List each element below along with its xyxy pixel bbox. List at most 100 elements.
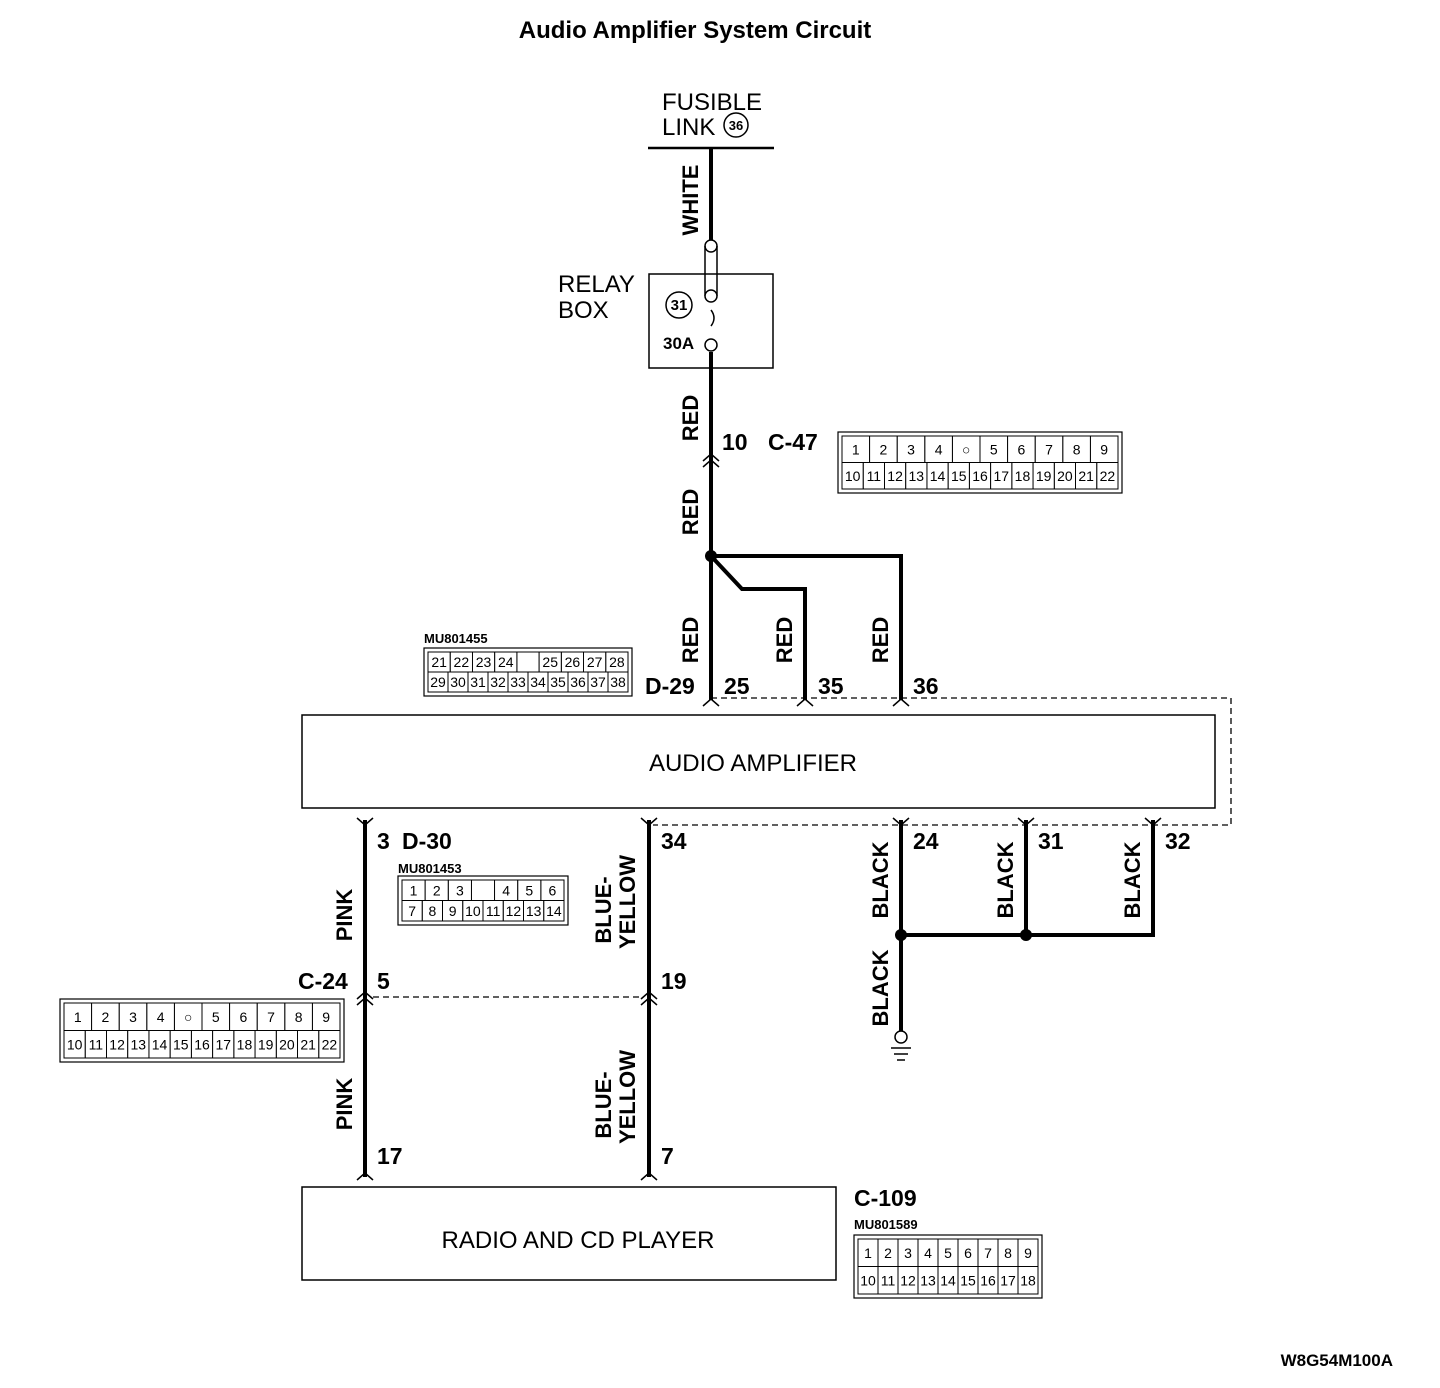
wire-color-black-31: BLACK — [993, 841, 1018, 918]
wire-color-blue-1: BLUE- — [591, 876, 616, 943]
c24-cavity-label: ○ — [184, 1009, 192, 1025]
c24-cavity-label: 14 — [152, 1036, 168, 1052]
wire-color-red-3: RED — [678, 617, 703, 663]
red-wire-36 — [711, 554, 903, 700]
c47-cavity-label: 9 — [1100, 441, 1108, 457]
ground-icon — [891, 1030, 911, 1061]
d30-cavity-label: 4 — [502, 882, 510, 898]
d29-pin-marks — [702, 698, 910, 707]
c47-cavity-label: 4 — [935, 441, 943, 457]
fusible-link-number-circle — [723, 112, 749, 138]
d29-cavity-label: 32 — [490, 674, 506, 690]
c109-cavity-label: 14 — [940, 1272, 956, 1288]
d29-pin-35: 35 — [818, 673, 844, 699]
c109-cavity-label: 10 — [860, 1272, 876, 1288]
c47-cavity-label: 20 — [1057, 468, 1073, 484]
c47-cavity-label: 10 — [845, 468, 861, 484]
c47-cavity-label: 17 — [993, 468, 1009, 484]
d29-cavity-label: 30 — [450, 674, 466, 690]
c109-cavity-label: 15 — [960, 1272, 976, 1288]
d29-cavity-label: 31 — [470, 674, 486, 690]
black-splice-1 — [895, 929, 907, 941]
d30-pin-31: 31 — [1038, 828, 1064, 854]
d30-cavity-label: 1 — [410, 882, 418, 898]
c47-cavity-label: 16 — [972, 468, 988, 484]
d29-cavity-label: 27 — [587, 654, 603, 670]
c109-cavity-label: 11 — [881, 1272, 896, 1288]
d30-cavity-label: 10 — [465, 903, 481, 919]
d29-cavity-label: 23 — [476, 654, 492, 670]
c47-cavity-label: 7 — [1045, 441, 1053, 457]
d29-cavity-label: 25 — [542, 654, 558, 670]
c24-cavity-label: 18 — [237, 1036, 253, 1052]
d30-cavity-label: 7 — [408, 903, 416, 919]
c109-cavity-label: 4 — [924, 1245, 932, 1261]
d29-id: D-29 — [645, 673, 695, 699]
wire-color-white: WHITE — [678, 165, 703, 236]
c109-cavity-label: 16 — [980, 1272, 996, 1288]
fusible-link-number: 36 — [729, 118, 743, 133]
c47-cavity-label: 19 — [1036, 468, 1052, 484]
c24-cavity-label: 17 — [215, 1036, 231, 1052]
c47-pin: 10 — [722, 429, 748, 455]
c47-cavity-label: 6 — [1018, 441, 1026, 457]
c24-cavity-label: 15 — [173, 1036, 189, 1052]
d29-cavity-label: 29 — [430, 674, 446, 690]
red-wire-35 — [709, 554, 807, 700]
d30-cavity-label: 3 — [456, 882, 464, 898]
c24-pin-19: 19 — [661, 968, 687, 994]
d30-cavity-label: 6 — [549, 882, 557, 898]
d30-cavity-label: 13 — [526, 903, 542, 919]
c47-cavity-label: 1 — [852, 441, 860, 457]
wire-color-red-35: RED — [772, 617, 797, 663]
d30-pin-32: 32 — [1165, 828, 1191, 854]
c24-pin-5: 5 — [377, 968, 390, 994]
d29-part-number: MU801455 — [424, 631, 488, 646]
c109-cavity-label: 3 — [904, 1245, 912, 1261]
d30-pin-34: 34 — [661, 828, 687, 854]
audio-amplifier-label: AUDIO AMPLIFIER — [649, 750, 857, 777]
connector-group-dashed — [653, 697, 1232, 826]
c24-cavity-label: 5 — [212, 1009, 220, 1025]
c24-cavity-label: 9 — [322, 1009, 330, 1025]
d29-cavity-label: 34 — [530, 674, 546, 690]
c109-pin-17: 17 — [377, 1143, 403, 1169]
black-splice-2 — [1020, 929, 1032, 941]
relay-box-label-line2: BOX — [558, 297, 609, 324]
c24-cavity-label: 2 — [102, 1009, 110, 1025]
wire-color-red-36: RED — [868, 617, 893, 663]
d30-pin-24: 24 — [913, 828, 939, 854]
wire-color-black-ground: BLACK — [868, 949, 893, 1026]
c109-pin-7: 7 — [661, 1143, 674, 1169]
c24-cavity-label: 7 — [267, 1009, 275, 1025]
c109-id: C-109 — [854, 1185, 917, 1211]
c47-cavity-label: 22 — [1100, 468, 1116, 484]
d30-part-number: MU801453 — [398, 861, 462, 876]
c24-cavity-label: 8 — [295, 1009, 303, 1025]
wire-color-red-1: RED — [678, 395, 703, 441]
d30-cavity-label: 2 — [433, 882, 441, 898]
wire-color-pink-1: PINK — [332, 889, 357, 942]
diagram-title: Audio Amplifier System Circuit — [519, 17, 872, 44]
wire-color-red-2: RED — [678, 489, 703, 535]
c24-cavity-label: 13 — [131, 1036, 147, 1052]
c24-cavity-label: 21 — [300, 1036, 316, 1052]
c109-cavity-label: 18 — [1020, 1272, 1036, 1288]
c109-cavity-label: 2 — [884, 1245, 892, 1261]
c109-cavity-label: 7 — [984, 1245, 992, 1261]
c24-cavity-label: 10 — [67, 1036, 83, 1052]
wire-color-black-24: BLACK — [868, 841, 893, 918]
relay-box-label-line1: RELAY — [558, 271, 635, 298]
d29-pin-36: 36 — [913, 673, 939, 699]
fusible-link-label-line2: LINK — [662, 114, 715, 141]
d30-id: D-30 — [402, 828, 452, 854]
c24-cavity-label: 20 — [279, 1036, 295, 1052]
d30-cavity-label: 5 — [525, 882, 533, 898]
c47-cavity-label: 21 — [1078, 468, 1094, 484]
c24-id: C-24 — [298, 968, 348, 994]
radio-cd-player-label: RADIO AND CD PLAYER — [442, 1227, 715, 1254]
c47-cavity-label: 2 — [880, 441, 888, 457]
c109-cavity-label: 5 — [944, 1245, 952, 1261]
